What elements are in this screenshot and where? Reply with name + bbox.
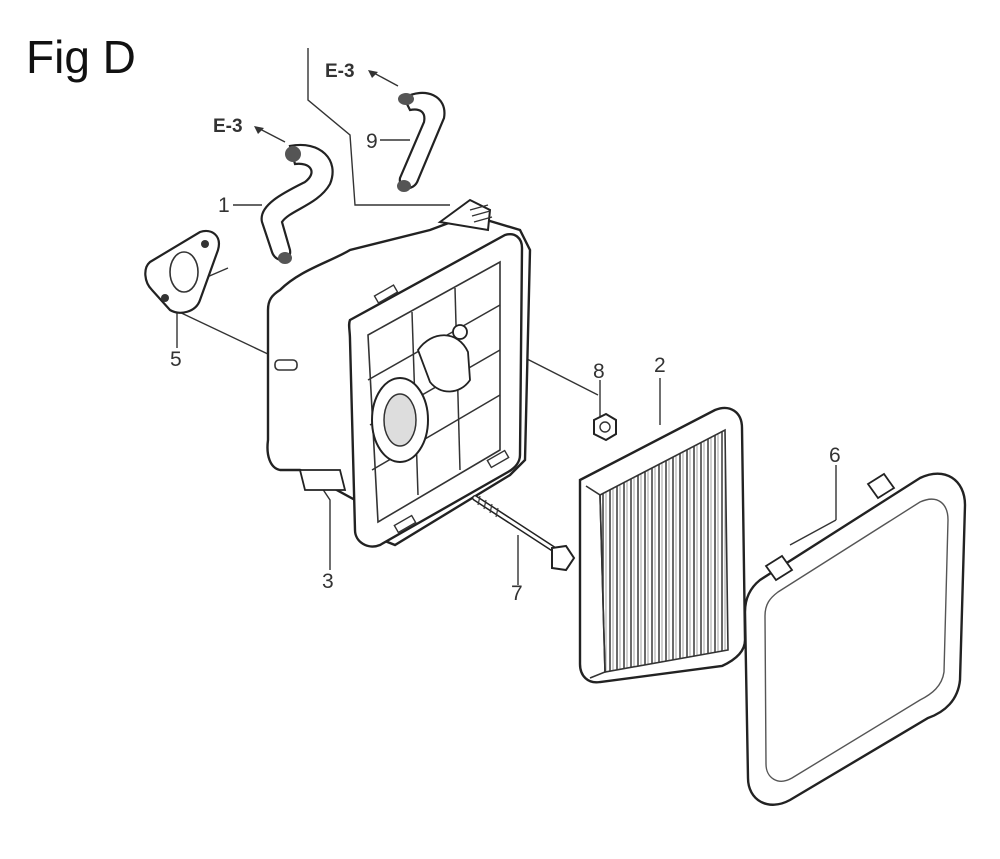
callout-1: 1 <box>218 194 230 217</box>
figure-title: Fig D <box>26 31 136 83</box>
callout-7: 7 <box>511 582 523 605</box>
ref-label-e3-top: E-3 <box>325 61 355 82</box>
callout-2: 2 <box>654 354 666 377</box>
callout-3: 3 <box>322 570 334 593</box>
nut-part-8 <box>593 412 617 442</box>
callout-5: 5 <box>170 348 182 371</box>
gasket-part-5 <box>144 229 220 314</box>
case-part-3 <box>266 198 532 548</box>
hose-part-9 <box>397 91 446 192</box>
ref-label-e3-left: E-3 <box>213 116 243 137</box>
callout-8: 8 <box>593 360 605 383</box>
cover-part-6 <box>743 472 967 806</box>
callout-9: 9 <box>366 130 378 153</box>
reference-arrows <box>254 70 378 134</box>
hose-part-1 <box>260 143 334 264</box>
bolt-part-7 <box>472 495 576 572</box>
filter-part-2 <box>578 406 747 684</box>
callout-6: 6 <box>829 444 841 467</box>
